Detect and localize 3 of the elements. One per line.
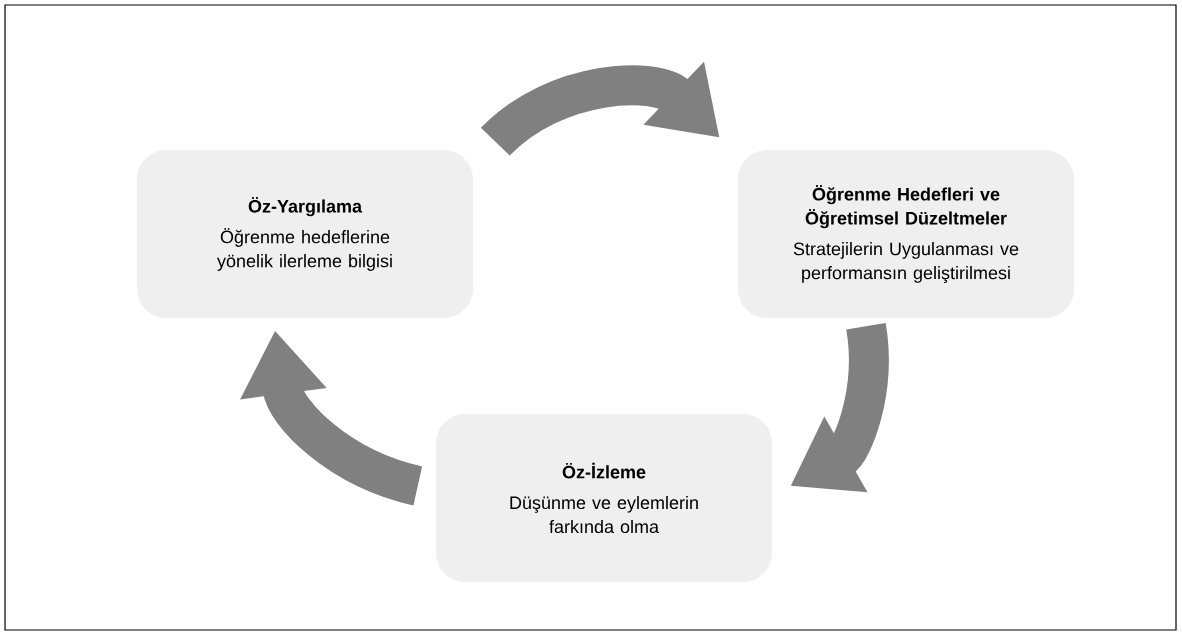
process-box: Öz-Yargılama Öğrenme hedeflerine yönelik ilerleme bilgisi <box>137 150 473 318</box>
process-box: Öğrenme Hedefleri ve Öğretimsel Düzeltmeler Stratejilerin Uygulanması ve performansın geliştirilmesi <box>738 150 1074 318</box>
process-box: Öz-İzleme Düşünme ve eylemlerin farkında olma <box>436 414 772 582</box>
